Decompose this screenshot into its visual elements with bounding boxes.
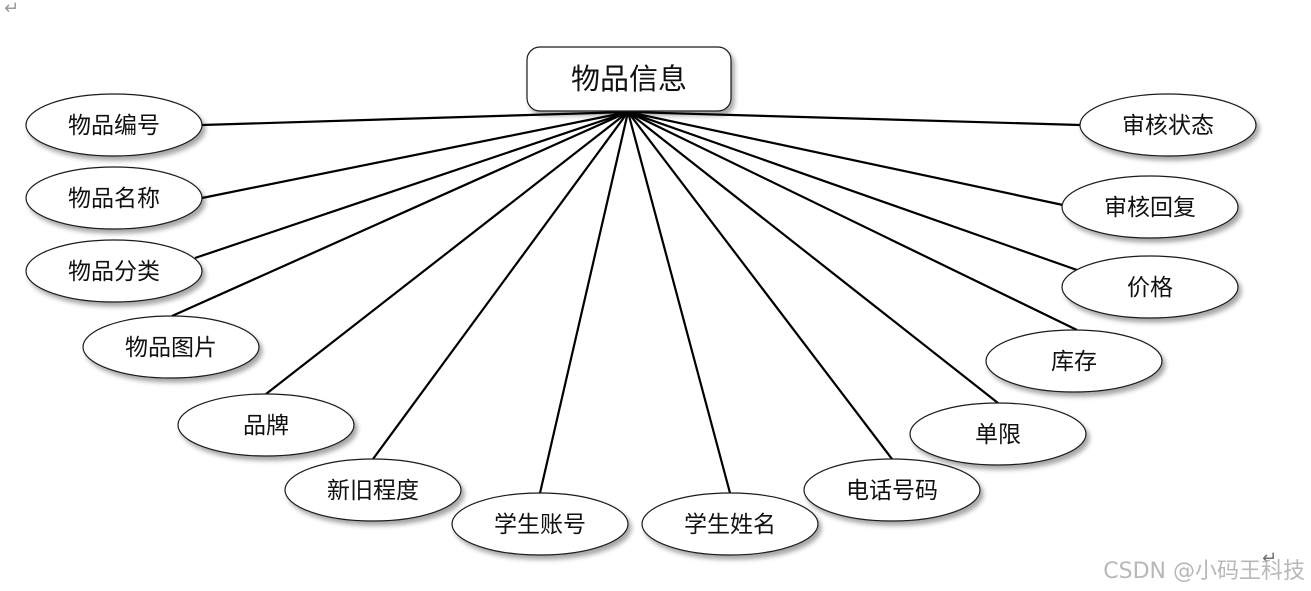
attribute-review-status: 审核状态	[1079, 93, 1257, 157]
attribute-ellipse	[1079, 93, 1257, 157]
connector-item-name	[201, 110, 629, 200]
connector-lines	[171, 110, 1081, 494]
attribute-label: 价格	[1127, 275, 1173, 301]
attribute-label: 物品分类	[68, 259, 160, 285]
attribute-label: 物品图片	[125, 335, 217, 361]
attribute-student-name: 学生姓名	[641, 492, 819, 556]
attribute-student-account: 学生账号	[451, 492, 629, 556]
connector-item-number	[201, 110, 629, 127]
attribute-label: 库存	[1051, 349, 1097, 375]
attribute-ellipse	[177, 393, 355, 457]
connector-purchase-limit	[627, 111, 999, 404]
attribute-review-reply: 审核回复	[1061, 175, 1239, 239]
attribute-ellipse	[25, 166, 203, 230]
attribute-ellipse	[25, 93, 203, 157]
entity-label: 物品信息	[571, 62, 687, 96]
attribute-label: 品牌	[243, 413, 289, 439]
entity-node: 物品信息	[526, 46, 732, 112]
connector-student-name	[626, 111, 732, 494]
attribute-label: 单限	[975, 422, 1021, 448]
attribute-ellipse	[909, 402, 1087, 466]
connector-price	[627, 110, 1078, 272]
attribute-label: 学生账号	[494, 512, 586, 538]
attribute-ellipse	[803, 458, 981, 522]
attribute-item-number: 物品编号	[25, 93, 203, 157]
connector-phone-number	[627, 111, 893, 460]
attribute-ellipse	[284, 458, 462, 522]
attribute-label: 审核状态	[1122, 113, 1214, 139]
paragraph-return-icon: ↵	[4, 0, 20, 19]
attribute-purchase-limit: 单限	[909, 402, 1087, 466]
connector-stock	[627, 111, 1078, 331]
attribute-item-image: 物品图片	[82, 315, 260, 379]
connector-item-category	[194, 110, 629, 260]
attribute-phone-number: 电话号码	[803, 458, 981, 522]
connector-condition	[372, 111, 629, 460]
attribute-ellipse	[641, 492, 819, 556]
attribute-label: 新旧程度	[327, 478, 419, 504]
attribute-condition: 新旧程度	[284, 458, 462, 522]
attribute-ellipse	[1061, 255, 1239, 319]
connector-item-image	[171, 110, 629, 318]
attribute-item-name: 物品名称	[25, 166, 203, 230]
attribute-label: 学生姓名	[684, 512, 776, 538]
attribute-label: 物品编号	[68, 113, 160, 139]
attribute-price: 价格	[1061, 255, 1239, 319]
watermark: CSDN @小码王科技	[1103, 559, 1305, 584]
attribute-ellipse	[985, 329, 1163, 393]
entity-box	[526, 46, 732, 112]
paragraph-end-icon: ↵	[1262, 548, 1278, 569]
attribute-ellipse	[82, 315, 260, 379]
attribute-brand: 品牌	[177, 393, 355, 457]
attribute-label: 电话号码	[846, 478, 938, 504]
connector-review-status	[627, 110, 1081, 127]
attribute-stock: 库存	[985, 329, 1163, 393]
connector-student-account	[538, 111, 630, 494]
attribute-item-category: 物品分类	[25, 239, 203, 303]
attribute-ellipse	[451, 492, 629, 556]
attribute-label: 审核回复	[1104, 195, 1196, 221]
connector-brand	[265, 111, 629, 395]
attribute-label: 物品名称	[68, 186, 160, 212]
connector-review-reply	[627, 110, 1064, 207]
attribute-ellipse	[1061, 175, 1239, 239]
attribute-ellipse	[25, 239, 203, 303]
